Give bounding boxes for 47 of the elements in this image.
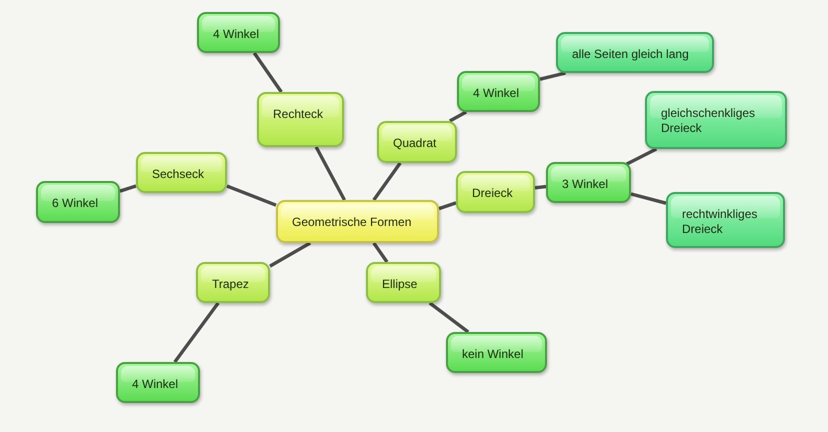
topic-label: Sechseck	[152, 167, 206, 182]
topic-label: 6 Winkel	[52, 196, 100, 211]
connector-line	[448, 110, 467, 122]
subtopic-box	[645, 91, 787, 149]
subtopic-box	[197, 12, 280, 53]
topic-label: Ellipse	[382, 277, 418, 292]
connector-line	[630, 192, 666, 205]
connector-line	[173, 302, 220, 363]
central-topic-box	[276, 200, 439, 243]
subtopic-box	[257, 92, 344, 147]
connector-line	[438, 201, 457, 210]
topic-label: Trapez	[212, 277, 250, 292]
connector-line	[534, 184, 546, 190]
connector-line	[252, 52, 283, 93]
subtopic-box	[556, 32, 714, 73]
subtopic-box	[366, 262, 441, 303]
connector-line	[119, 184, 137, 193]
topic-label: gleichschenkliges Dreieck	[661, 106, 756, 136]
topic-label: 4 Winkel	[473, 86, 520, 101]
topic-label: Rechteck	[273, 107, 324, 122]
subtopic-box	[666, 192, 785, 248]
topic-label: rechtwinkliges Dreieck	[682, 207, 758, 237]
topic-label: Quadrat	[393, 136, 438, 151]
connector-line	[372, 242, 388, 263]
topic-label: 4 Winkel	[213, 27, 260, 42]
subtopic-box	[36, 181, 120, 223]
topic-label: Dreieck	[472, 186, 514, 201]
topic-label: Geometrische Formen	[292, 215, 412, 230]
connector-line	[626, 147, 658, 166]
subtopic-box	[546, 162, 631, 203]
connector-line	[226, 184, 277, 207]
subtopic-box	[446, 332, 547, 373]
connector-line	[314, 146, 346, 201]
connector-line	[269, 242, 312, 268]
subtopic-box	[456, 171, 535, 213]
connector-line	[372, 162, 402, 201]
subtopic-box	[136, 152, 227, 193]
connector-line	[428, 302, 470, 334]
subtopic-box	[196, 262, 270, 303]
topic-label: 4 Winkel	[132, 377, 180, 392]
topic-label: kein Winkel	[462, 347, 524, 362]
topic-label: alle Seiten gleich lang	[572, 47, 690, 62]
topic-label: 3 Winkel	[562, 177, 610, 192]
subtopic-box	[377, 121, 457, 163]
subtopic-box	[116, 362, 200, 403]
connector-line	[540, 71, 566, 81]
subtopic-box	[457, 71, 540, 112]
